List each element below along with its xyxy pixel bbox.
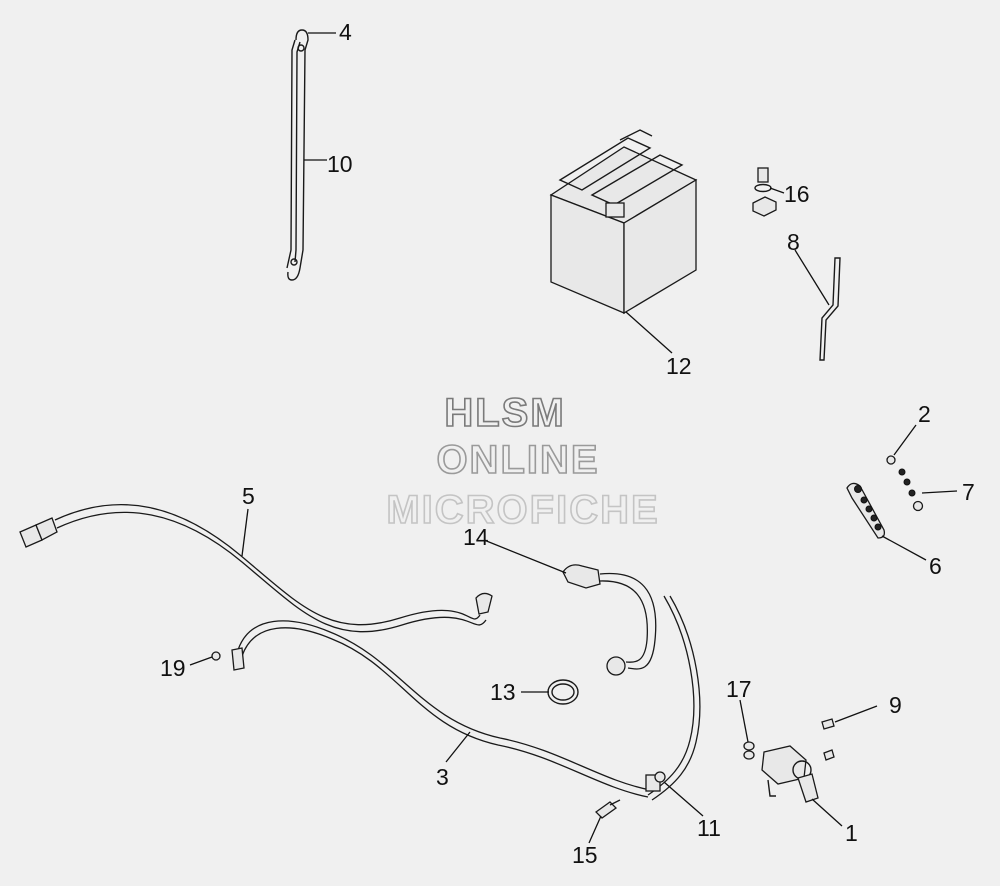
watermark-line-2: ONLINE — [436, 438, 599, 482]
cable-14[interactable] — [562, 564, 657, 676]
fuse-hardware[interactable] — [886, 455, 924, 512]
starter-relay[interactable] — [761, 745, 819, 803]
battery-strap[interactable] — [286, 29, 309, 281]
callout-11: 11 — [697, 815, 721, 841]
terminal-hardware[interactable] — [752, 167, 777, 217]
watermark-line-3: MICROFICHE — [386, 488, 659, 532]
bracket-rod[interactable] — [819, 257, 841, 361]
callout-1: 1 — [845, 820, 858, 846]
callout-9: 9 — [889, 692, 902, 718]
callout-7: 7 — [962, 479, 975, 505]
watermark: HLSM ONLINE MICROFICHE — [386, 390, 659, 533]
watermark-line-1: HLSM — [444, 391, 565, 435]
callout-3: 3 — [436, 764, 449, 790]
leader-lines — [189, 32, 958, 844]
callout-10: 10 — [327, 151, 353, 177]
battery[interactable] — [549, 129, 698, 315]
callout-15: 15 — [572, 842, 598, 868]
callout-4: 4 — [339, 19, 352, 45]
callout-14: 14 — [463, 524, 489, 550]
callout-6: 6 — [929, 553, 942, 579]
cable-3[interactable] — [211, 620, 651, 798]
callout-8: 8 — [787, 229, 800, 255]
cable-5[interactable] — [19, 503, 493, 633]
cable-clamp[interactable] — [547, 679, 579, 705]
callout-13: 13 — [490, 679, 516, 705]
callouts: 4 10 16 8 12 2 7 6 5 14 19 13 3 11 15 17… — [160, 19, 975, 868]
callout-2: 2 — [918, 401, 931, 427]
callout-12: 12 — [666, 353, 692, 379]
callout-17: 17 — [726, 676, 752, 702]
fuse-block[interactable] — [846, 482, 886, 539]
callout-16: 16 — [784, 181, 810, 207]
relay-hardware[interactable] — [743, 718, 835, 761]
push-pin[interactable] — [594, 799, 621, 819]
callout-5: 5 — [242, 483, 255, 509]
cable-11[interactable] — [645, 595, 701, 801]
callout-19: 19 — [160, 655, 186, 681]
